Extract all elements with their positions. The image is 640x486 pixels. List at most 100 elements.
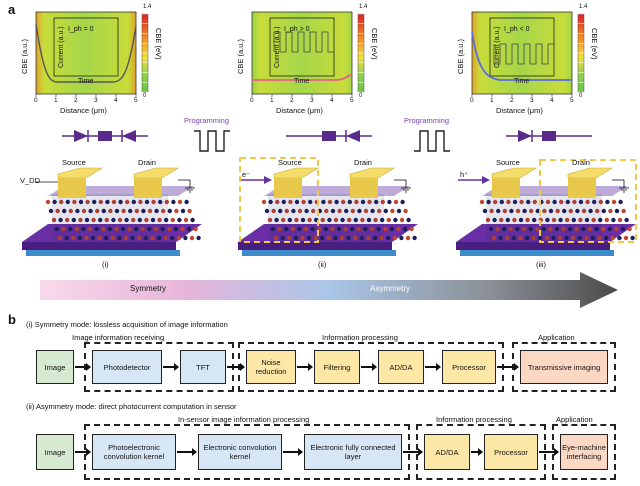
row1-box-processor: Processor — [442, 350, 496, 384]
row1-box-transmissive-imaging: Transmissive imaging — [520, 350, 608, 384]
row1-box-image: Image — [36, 350, 74, 384]
x-tick-label: 3 — [94, 97, 98, 104]
inset-time-label: Time — [514, 78, 530, 85]
cbe-plot-1: I_ph = 0 Time Current (a.u.) CBE (a.u.) CBE … — [14, 4, 164, 116]
cbe-plot-3: I_ph < 0 Time Current (a.u.) CBE (a.u.) CBE … — [450, 4, 600, 116]
x-tick-label: 3 — [530, 97, 534, 104]
row2-box-fully-connected: Electronic fully connected layer — [304, 434, 402, 470]
row1-group-processing: Information processing — [322, 333, 398, 342]
row1-arrow — [227, 363, 245, 371]
row2-arrow — [283, 448, 303, 456]
inset-ylabel: Current (a.u.) — [274, 26, 281, 68]
cbe-ylabel: CBE (a.u.) — [236, 38, 245, 74]
inset-condition-label: I_ph < 0 — [504, 26, 530, 33]
device-index-label: (ii) — [318, 260, 327, 269]
device-index-label: (iii) — [536, 260, 546, 269]
x-tick-label: 5 — [134, 97, 138, 104]
diode-symbol-2 — [286, 130, 372, 142]
row2-arrow — [403, 448, 423, 456]
x-tick-label: 3 — [310, 97, 314, 104]
drain-label: Drain — [138, 158, 156, 167]
colorbar-label: CBE (eV) — [154, 28, 163, 60]
programming-pulse-2 — [414, 130, 450, 152]
row2-title: (ii) Asymmetry mode: direct photocurrent… — [26, 402, 237, 411]
x-tick-label: 0 — [250, 97, 254, 104]
row1-arrow — [425, 363, 441, 371]
row2-box-image: Image — [36, 434, 74, 470]
row2-box-electronic-kernel: Electronic convolution kernel — [198, 434, 282, 470]
drain-label: Drain — [354, 158, 372, 167]
panel-a-letter: a — [8, 2, 16, 17]
source-label: Source — [496, 158, 520, 167]
row2-box-processor: Processor — [484, 434, 538, 470]
vdd-label: V_DD — [20, 176, 41, 185]
inset-ylabel: Current (a.u.) — [494, 26, 501, 68]
row1-box-tft: TFT — [180, 350, 226, 384]
row2-group-application: Application — [556, 415, 593, 424]
row2-box-ad-da: AD/DA — [424, 434, 470, 470]
row1-box-photodetector: Photodetector — [92, 350, 162, 384]
row2-group-insensor: In-sensor image information processing — [178, 415, 310, 424]
diode-symbol-1 — [62, 130, 148, 142]
row1-box-filtering: Filtering — [314, 350, 360, 384]
row2-group-processing: Information processing — [436, 415, 512, 424]
x-tick-label: 2 — [290, 97, 294, 104]
x-axis-title: Distance (μm) — [276, 106, 323, 115]
inset-ylabel: Current (a.u.) — [58, 26, 65, 68]
x-tick-label: 1 — [270, 97, 274, 104]
x-tick-label: 1 — [54, 97, 58, 104]
colorbar-top-value: 1.4 — [143, 4, 152, 10]
row1-arrow — [297, 363, 313, 371]
x-tick-label: 2 — [510, 97, 514, 104]
row2-arrow — [177, 448, 197, 456]
cbe-ylabel: CBE (a.u.) — [456, 38, 465, 74]
programming-label-1: Programming — [184, 116, 230, 125]
x-tick-label: 0 — [34, 97, 38, 104]
device-index-label: (i) — [102, 260, 109, 269]
inset-time-label: Time — [294, 78, 310, 85]
diode-symbol-3 — [506, 130, 592, 142]
electron-label: e⁻ — [242, 170, 251, 179]
row2-arrow — [75, 448, 91, 456]
colorbar-label: CBE (eV) — [370, 28, 379, 60]
gradient-label-asymmetry: Asymmetry — [370, 284, 410, 293]
colorbar-bottom-value: 0 — [579, 93, 583, 99]
x-tick-label: 5 — [350, 97, 354, 104]
row1-title: (i) Symmetry mode: lossless acquisition … — [26, 320, 228, 329]
x-tick-label: 0 — [470, 97, 474, 104]
row2-box-eye-machine: Eye-machine interfacing — [560, 434, 608, 470]
row1-arrow — [497, 363, 519, 371]
colorbar-top-value: 1.4 — [359, 4, 368, 10]
source-label: Source — [62, 158, 86, 167]
colorbar-bottom-value: 0 — [359, 93, 363, 99]
row2-box-photoelectronic-kernel: Photoelectronic convolution kernel — [92, 434, 176, 470]
colorbar-label: CBE (eV) — [590, 28, 599, 60]
row2-arrow — [471, 448, 483, 456]
x-tick-label: 4 — [114, 97, 118, 104]
row1-arrow — [163, 363, 179, 371]
x-tick-label: 2 — [74, 97, 78, 104]
x-tick-label: 4 — [330, 97, 334, 104]
row2-arrow — [539, 448, 559, 456]
panel-b-letter: b — [8, 312, 16, 327]
row1-arrow — [75, 363, 91, 371]
x-tick-label: 4 — [550, 97, 554, 104]
colorbar-bottom-value: 0 — [143, 93, 147, 99]
programming-label-2: Programming — [404, 116, 450, 125]
row1-box-noise-reduction: Noise reduction — [246, 350, 296, 384]
x-tick-label: 1 — [490, 97, 494, 104]
cbe-ylabel: CBE (a.u.) — [20, 38, 29, 74]
gradient-label-symmetry: Symmetry — [130, 284, 166, 293]
row1-arrow — [361, 363, 377, 371]
row1-box-ad-da: AD/DA — [378, 350, 424, 384]
programming-pulse-1 — [194, 130, 230, 152]
inset-condition-label: I_ph = 0 — [68, 26, 94, 33]
symmetry-gradient-arrow — [40, 272, 618, 308]
colorbar-top-value: 1.4 — [579, 4, 588, 10]
row1-group-application: Application — [538, 333, 575, 342]
inset-time-label: Time — [78, 78, 94, 85]
hole-label: h⁺ — [460, 170, 469, 179]
